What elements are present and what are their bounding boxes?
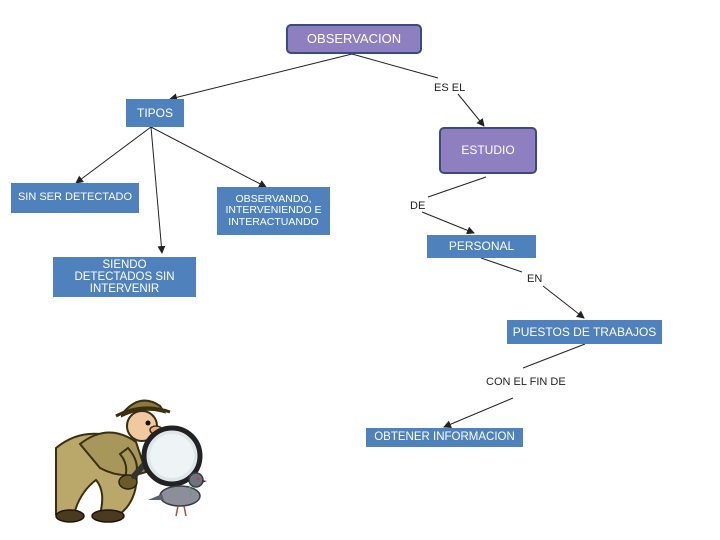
connector-es-el: ES EL: [434, 82, 466, 94]
detective-illustration: [55, 399, 207, 523]
node-estudio: ESTUDIO: [439, 127, 537, 174]
node-puestos: PUESTOS DE TRABAJOS: [507, 320, 662, 344]
node-observacion-label: OBSERVACION: [306, 31, 402, 47]
connector-de: DE: [410, 200, 426, 212]
node-obtener: OBTENER INFORMACION: [366, 428, 523, 447]
node-puestos-label: PUESTOS DE TRABAJOS: [512, 324, 657, 339]
node-observando: OBSERVANDO, INTERVENIENDO E INTERACTUAND…: [217, 187, 330, 235]
edge-tipos-siendo: [150, 126, 166, 254]
node-siendo-detectados: SIENDO DETECTADOS SIN INTERVENIR: [53, 257, 196, 297]
node-observando-label: OBSERVANDO, INTERVENIENDO E INTERACTUAND…: [225, 193, 322, 228]
edge-tipos-observando: [150, 126, 267, 188]
node-sin-ser-detectado: SIN SER DETECTADO: [11, 183, 139, 213]
edge-es-el-estudio: [457, 93, 485, 127]
edge-tipos-sin-ser: [75, 126, 152, 184]
edge-confin-obtener: [443, 397, 514, 428]
node-tipos: TIPOS: [126, 99, 184, 127]
edge-estudio-de: [427, 176, 487, 198]
node-obtener-label: OBTENER INFORMACION: [374, 431, 515, 444]
node-observacion: OBSERVACION: [286, 24, 422, 54]
edge-en-puestos: [542, 285, 585, 319]
node-estudio-label: ESTUDIO: [461, 143, 515, 158]
connector-con-el-fin-de: CON EL FIN DE: [486, 376, 566, 388]
edge-observacion-es-el: [351, 53, 439, 79]
node-sin-ser-detectado-label: SIN SER DETECTADO: [17, 191, 133, 204]
edge-observacion-tipos: [169, 53, 353, 102]
node-personal: PERSONAL: [427, 235, 536, 258]
edge-de-personal: [421, 211, 475, 235]
connector-en: EN: [527, 273, 543, 285]
edge-personal-en: [480, 257, 523, 273]
node-siendo-detectados-label: SIENDO DETECTADOS SIN INTERVENIR: [74, 258, 175, 296]
node-tipos-label: TIPOS: [136, 105, 173, 120]
node-personal-label: PERSONAL: [448, 239, 515, 254]
edge-puestos-confin: [522, 343, 586, 369]
